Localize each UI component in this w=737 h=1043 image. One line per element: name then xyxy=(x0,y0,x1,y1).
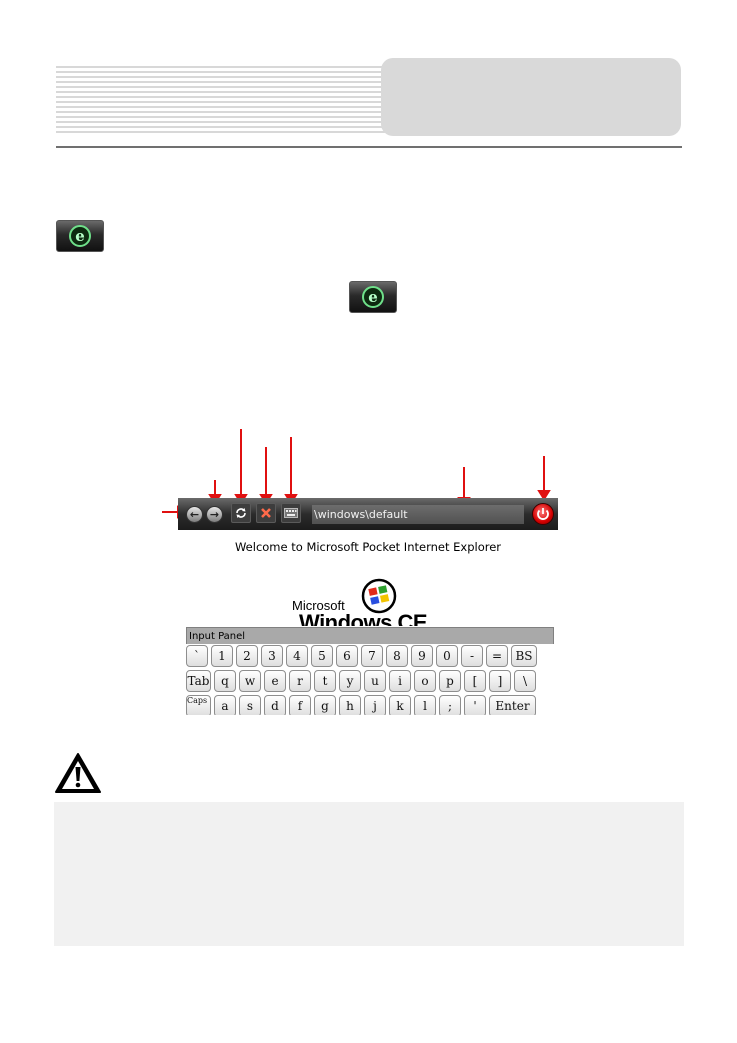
key[interactable]: \ xyxy=(514,670,536,692)
key[interactable]: j xyxy=(364,695,386,715)
windows-flag-icon xyxy=(361,578,397,618)
key[interactable]: i xyxy=(389,670,411,692)
input-panel: Input Panel ` 1 2 3 4 5 6 7 8 9 0 - = BS… xyxy=(186,627,556,715)
power-icon[interactable] xyxy=(532,503,554,525)
windows-ce-logo-text: Windows CE xyxy=(299,610,428,626)
key[interactable]: = xyxy=(486,645,508,667)
forward-icon[interactable]: → xyxy=(206,506,223,523)
svg-text:e: e xyxy=(368,288,378,306)
microsoft-logo-text: Microsoft xyxy=(292,598,345,613)
note-box xyxy=(54,802,684,946)
key[interactable]: 4 xyxy=(286,645,308,667)
key[interactable]: 1 xyxy=(211,645,233,667)
key[interactable]: 2 xyxy=(236,645,258,667)
key[interactable]: 8 xyxy=(386,645,408,667)
keyboard-row-3: Caps Lock a s d f g h j k l ; ' Enter xyxy=(186,695,556,715)
header-stripes xyxy=(56,66,386,136)
key[interactable]: 3 xyxy=(261,645,283,667)
internet-explorer-icon-inline[interactable]: e xyxy=(349,281,397,313)
key[interactable]: [ xyxy=(464,670,486,692)
key[interactable]: g xyxy=(314,695,336,715)
key[interactable]: p xyxy=(439,670,461,692)
key[interactable]: s xyxy=(239,695,261,715)
key[interactable]: h xyxy=(339,695,361,715)
key[interactable]: ] xyxy=(489,670,511,692)
key[interactable]: 7 xyxy=(361,645,383,667)
key[interactable]: w xyxy=(239,670,261,692)
key[interactable]: o xyxy=(414,670,436,692)
caps-lock-key[interactable]: Caps Lock xyxy=(186,695,211,715)
key[interactable]: 6 xyxy=(336,645,358,667)
key[interactable]: u xyxy=(364,670,386,692)
key[interactable]: f xyxy=(289,695,311,715)
header-divider xyxy=(56,146,682,148)
key[interactable]: r xyxy=(289,670,311,692)
tab-key[interactable]: Tab xyxy=(186,670,211,692)
svg-text:e: e xyxy=(75,227,85,245)
key[interactable]: ' xyxy=(464,695,486,715)
key[interactable]: 5 xyxy=(311,645,333,667)
backspace-key[interactable]: BS xyxy=(511,645,537,667)
key[interactable]: y xyxy=(339,670,361,692)
back-icon[interactable]: ← xyxy=(186,506,203,523)
keyboard-row-2: Tab q w e r t y u i o p [ ] \ xyxy=(186,670,556,692)
stop-icon[interactable] xyxy=(256,503,276,523)
keyboard: ` 1 2 3 4 5 6 7 8 9 0 - = BS Tab q w e r… xyxy=(186,645,556,715)
key[interactable]: t xyxy=(314,670,336,692)
key[interactable]: 0 xyxy=(436,645,458,667)
key[interactable]: q xyxy=(214,670,236,692)
key[interactable]: e xyxy=(264,670,286,692)
header-title-box xyxy=(381,58,681,136)
welcome-message: Welcome to Microsoft Pocket Internet Exp… xyxy=(234,540,502,554)
enter-key[interactable]: Enter xyxy=(489,695,536,715)
key[interactable]: ` xyxy=(186,645,208,667)
key[interactable]: ; xyxy=(439,695,461,715)
key[interactable]: l xyxy=(414,695,436,715)
input-panel-title: Input Panel xyxy=(186,627,554,644)
key[interactable]: 9 xyxy=(411,645,433,667)
key[interactable]: k xyxy=(389,695,411,715)
key[interactable]: d xyxy=(264,695,286,715)
warning-icon xyxy=(54,752,102,794)
internet-explorer-icon[interactable]: e xyxy=(56,220,104,252)
keyboard-icon[interactable] xyxy=(281,503,301,523)
key[interactable]: a xyxy=(214,695,236,715)
address-bar[interactable]: \windows\default xyxy=(312,505,524,524)
key[interactable]: - xyxy=(461,645,483,667)
refresh-icon[interactable] xyxy=(231,503,251,523)
keyboard-row-1: ` 1 2 3 4 5 6 7 8 9 0 - = BS xyxy=(186,645,556,667)
